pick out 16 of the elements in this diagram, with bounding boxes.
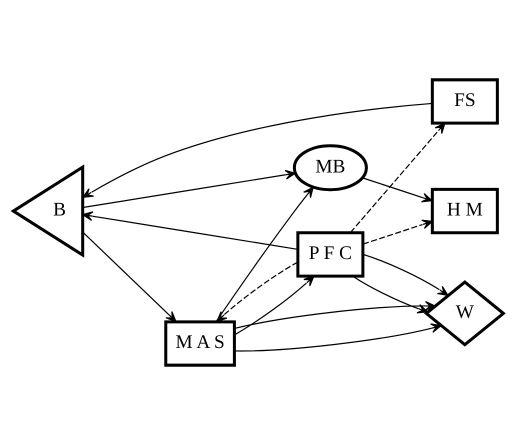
arrow [362,177,433,202]
arrow [234,275,314,336]
arrow [234,323,442,352]
node-box: M A S [164,320,236,367]
arrow [82,170,296,208]
arrow [82,211,298,250]
arrow [82,232,176,322]
node-box: P F C [296,231,364,278]
arrow [363,220,433,245]
node-box: FS [430,78,499,125]
node-ellipse: MB [292,144,368,192]
arrow [82,102,432,198]
arrow [363,254,448,296]
arrow [350,122,446,233]
node-box: H M [430,188,499,234]
arrow [234,300,436,330]
